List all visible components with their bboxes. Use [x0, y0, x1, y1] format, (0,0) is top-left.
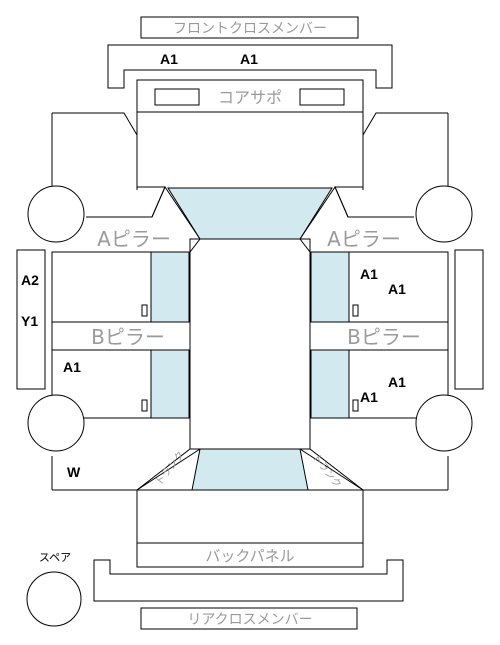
roof-panel: [189, 238, 311, 450]
front-cross-member-box: [140, 16, 359, 39]
rear-cross-member-box: [140, 607, 358, 630]
trunk-left-label: トランク: [153, 449, 187, 488]
wheel-front-right: [415, 185, 473, 243]
back-panel-box: [136, 542, 364, 568]
right-side-glass-rear: [310, 349, 350, 419]
a-pillar-left-label: Aピラー: [97, 227, 171, 251]
rear-quarter-right: [309, 417, 414, 491]
left-side-glass-rear: [150, 349, 190, 419]
b-pillar-right-label: Bピラー: [347, 325, 421, 349]
rear-bumper-member: [93, 559, 404, 602]
front-fender-left: [86, 186, 166, 218]
grade-left-rocker-2: Y1: [21, 313, 38, 329]
spare-label: スペア: [39, 551, 71, 564]
grade-right-front-door-2: A1: [388, 281, 406, 297]
door-handle-right-front: [352, 304, 359, 317]
rear-window: [191, 448, 309, 491]
grade-right-rear-door-1: A1: [388, 374, 406, 390]
wheel-front-left: [27, 185, 85, 243]
grade-right-rear-door-2: A1: [360, 389, 378, 405]
left-rocker-strip: [16, 249, 46, 390]
door-handle-left-rear: [141, 399, 148, 412]
a-pillar-right-label: Aピラー: [327, 227, 401, 251]
body-outline: [51, 112, 449, 491]
grade-front-member-right: A1: [240, 51, 258, 67]
front-cross-member-label: フロントクロスメンバー: [173, 21, 327, 37]
wheel-rear-right: [415, 394, 473, 452]
right-side-glass-front: [310, 251, 350, 323]
door-handle-left-front: [141, 304, 148, 317]
grade-left-rear-quarter: W: [67, 464, 81, 480]
spare-tire: [26, 571, 82, 627]
headlight-left: [154, 88, 200, 106]
front-fender-right: [334, 186, 414, 218]
right-rocker-strip: [454, 249, 484, 390]
rear-quarter-left: [86, 417, 191, 491]
wheel-rear-left: [27, 394, 85, 452]
grade-left-rear-door: A1: [63, 359, 81, 375]
grade-front-member-left: A1: [160, 51, 178, 67]
grade-left-rocker-1: A2: [21, 272, 39, 288]
core-support-panel: [136, 79, 364, 113]
windshield: [167, 187, 333, 240]
left-side-glass-front: [150, 251, 190, 323]
door-handle-right-rear: [352, 399, 359, 412]
back-panel-label: バックパネル: [205, 547, 294, 565]
headlight-right: [299, 88, 345, 106]
trunk-lid: [136, 489, 364, 544]
b-pillar-left-label: Bピラー: [91, 325, 165, 349]
front-bumper-member: [107, 44, 393, 89]
grade-right-front-door-1: A1: [360, 266, 378, 282]
rear-cross-member-label: リアクロスメンバー: [187, 612, 312, 628]
core-support-label: コアサポ: [218, 88, 282, 107]
